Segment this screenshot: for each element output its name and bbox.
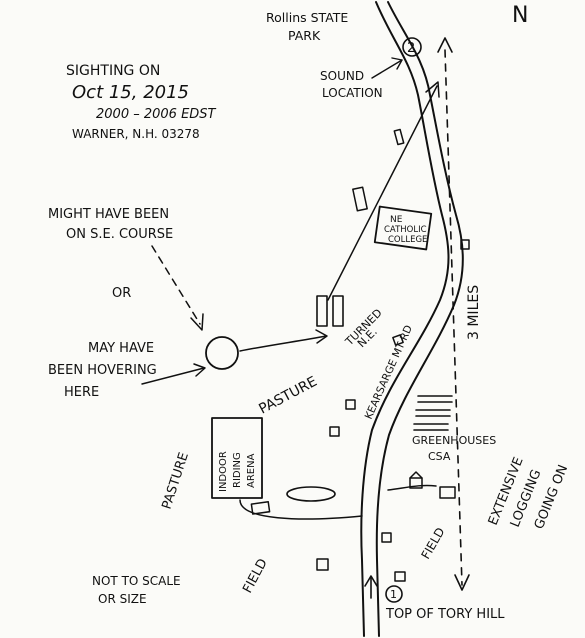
building [439, 486, 456, 499]
sighting-date: Oct 15, 2015 [72, 82, 189, 103]
greenhouses-label: GREENHOUSES [412, 434, 496, 447]
se-course-arrow [151, 245, 204, 331]
building [409, 471, 423, 489]
sighting-place: WARNER, N.H. 03278 [72, 127, 200, 141]
park-label: Rollins STATE [266, 10, 348, 25]
distance-line [437, 37, 470, 591]
building [316, 558, 329, 571]
building [250, 501, 271, 515]
sighting-title: SIGHTING ON [66, 63, 160, 79]
pasture-label-upper: PASTURE [256, 374, 319, 418]
flight-path [239, 81, 440, 352]
building [393, 128, 405, 146]
building [392, 334, 404, 346]
park-label-line2: PARK [288, 28, 321, 43]
field-label-left: FIELD [240, 556, 271, 596]
hover-pointer-arrow [141, 363, 206, 385]
building [329, 426, 340, 437]
or-label: OR [112, 286, 131, 301]
arena-label: INDOOR [218, 451, 229, 492]
sound-pointer-arrow [371, 57, 403, 79]
course-note-line2: ON S.E. COURSE [66, 227, 173, 242]
college-label-line2: CATHOLIC [384, 225, 427, 235]
course-note: MIGHT HAVE BEEN [48, 207, 169, 222]
sound-location-label: SOUND [320, 69, 364, 83]
hover-note-line3: HERE [64, 385, 99, 400]
building [345, 399, 356, 410]
greenhouses [413, 395, 453, 431]
hover-note: MAY HAVE [88, 341, 154, 356]
sound-marker-number: 2 [407, 41, 415, 56]
start-marker-number: 1 [390, 588, 397, 601]
distance-label: 3 MILES [466, 285, 482, 340]
building [381, 532, 392, 543]
start-point-marker: 1 [385, 585, 403, 603]
building [394, 571, 406, 582]
hover-note-line2: BEEN HOVERING [48, 363, 157, 378]
college-label: NE [390, 215, 403, 225]
scale-note: NOT TO SCALE [92, 574, 181, 588]
indoor-riding-arena: INDOOR RIDING ARENA [211, 417, 263, 499]
sound-location-marker: 2 [402, 37, 422, 57]
arena-label-line2: RIDING [232, 452, 243, 488]
sound-location-label-line2: LOCATION [322, 86, 383, 100]
north-label: N [512, 3, 528, 28]
start-arrow [364, 575, 378, 599]
hill-label: TOP OF TORY HILL [385, 607, 505, 622]
field-label-right: FIELD [418, 525, 447, 561]
hover-point-circle [205, 336, 239, 370]
pond [286, 486, 336, 502]
sighting-time: 2000 – 2006 EDST [96, 107, 217, 122]
pasture-label-left: PASTURE [160, 451, 192, 512]
arena-label-line3: ARENA [246, 453, 257, 488]
farm-lane [239, 484, 437, 520]
college-label-line3: COLLEGE [388, 235, 427, 245]
turn-buildings [316, 295, 344, 327]
building [460, 239, 470, 250]
scale-note-line2: OR SIZE [98, 592, 147, 606]
ne-catholic-college: NE CATHOLIC COLLEGE [373, 205, 433, 251]
building [352, 186, 368, 212]
greenhouses-label-line2: CSA [428, 450, 451, 463]
